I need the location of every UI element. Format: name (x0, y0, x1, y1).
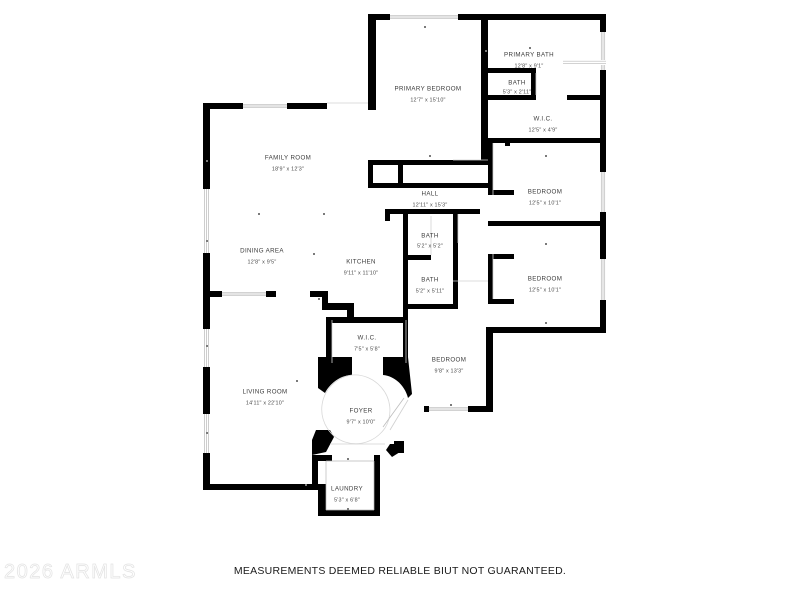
room-label-hall: HALL 12'11" x 15'3" (413, 191, 448, 209)
room-dimension: 9'7" x 10'0" (347, 419, 376, 425)
foyer-walls (312, 357, 412, 457)
room-label-primary-bath-wc: BATH 5'3" x 2'11" (503, 80, 532, 96)
room-name: BEDROOM (528, 276, 562, 283)
room-label-primary-bedroom: PRIMARY BEDROOM 12'7" x 15'10" (395, 86, 462, 104)
room-label-hall-wic: W.I.C. 7'5" x 5'8" (354, 335, 380, 353)
room-label-foyer: FOYER 9'7" x 10'0" (347, 408, 376, 426)
room-dimension: 5'3" x 6'8" (334, 497, 360, 503)
room-dimension: 5'2" x 5'11" (416, 288, 445, 294)
room-dimension: 12'7" x 15'10" (410, 97, 445, 103)
room-name: PRIMARY BEDROOM (395, 86, 462, 93)
room-label-primary-wic: W.I.C. 12'5" x 4'9" (529, 116, 558, 134)
room-dimension: 12'8" x 9'5" (248, 259, 277, 265)
room-label-hall-bath-1: BATH 5'2" x 5'2" (417, 233, 443, 250)
room-name: BATH (508, 80, 525, 87)
primary-bedroom-closets (368, 160, 488, 188)
room-name: LIVING ROOM (242, 389, 287, 396)
hall-bath-walls (385, 209, 480, 309)
room-labels: PRIMARY BEDROOM 12'7" x 15'10" PRIMARY B… (240, 52, 562, 504)
room-dimension: 5'2" x 5'2" (417, 243, 443, 249)
room-dimension: 14'11" x 22'10" (246, 400, 284, 406)
room-name: W.I.C. (358, 335, 377, 342)
room-name: PRIMARY BATH (504, 52, 554, 59)
room-dimension: 5'3" x 2'11" (503, 89, 532, 95)
room-name: FOYER (349, 408, 372, 415)
primary-suite-walls (481, 48, 606, 304)
room-label-kitchen: KITCHEN 9'11" x 11'10" (344, 259, 379, 277)
door-swings (327, 73, 537, 445)
room-label-bedroom-4: BEDROOM 9'8" x 13'3" (432, 357, 466, 375)
room-dimension: 12'11" x 15'3" (413, 202, 448, 208)
room-name: BATH (421, 277, 438, 284)
room-dimension: 12'5" x 10'1" (529, 200, 561, 206)
room-name: LAUNDRY (331, 486, 363, 493)
room-dimension: 12'8" x 9'1" (515, 63, 544, 69)
room-dimension: 9'8" x 13'3" (435, 368, 464, 374)
room-name: W.I.C. (534, 116, 553, 123)
room-name: DINING AREA (240, 248, 284, 255)
room-name: FAMILY ROOM (265, 155, 311, 162)
room-name: BEDROOM (528, 189, 562, 196)
room-dimension: 12'5" x 4'9" (529, 127, 558, 133)
room-label-hall-bath-2: BATH 5'2" x 5'11" (416, 277, 445, 295)
room-label-bedroom-3: BEDROOM 12'5" x 10'1" (528, 276, 562, 294)
armls-watermark: 2026 ARMLS (4, 561, 137, 584)
room-name: KITCHEN (346, 259, 376, 266)
room-name: BATH (421, 233, 438, 240)
room-label-dining-area: DINING AREA 12'8" x 9'5" (240, 248, 284, 266)
room-label-living-room: LIVING ROOM 14'11" x 22'10" (242, 389, 287, 407)
room-dimension: 7'5" x 5'8" (354, 346, 380, 352)
room-label-primary-bath: PRIMARY BATH 12'8" x 9'1" (504, 52, 554, 70)
wall-marker-dots (206, 26, 547, 510)
room-dimension: 9'11" x 11'10" (344, 270, 379, 276)
room-dimension: 12'5" x 10'1" (529, 287, 561, 293)
room-label-family-room: FAMILY ROOM 18'9" x 12'3" (265, 155, 311, 173)
room-name: HALL (422, 191, 439, 198)
measurement-disclaimer: MEASUREMENTS DEEMED RELIABLE BIUT NOT GU… (233, 565, 567, 577)
room-label-bedroom-2: BEDROOM 12'5" x 10'1" (528, 189, 562, 207)
room-dimension: 18'9" x 12'3" (272, 166, 304, 172)
room-label-laundry: LAUNDRY 5'3" x 6'8" (331, 486, 363, 504)
room-name: BEDROOM (432, 357, 466, 364)
